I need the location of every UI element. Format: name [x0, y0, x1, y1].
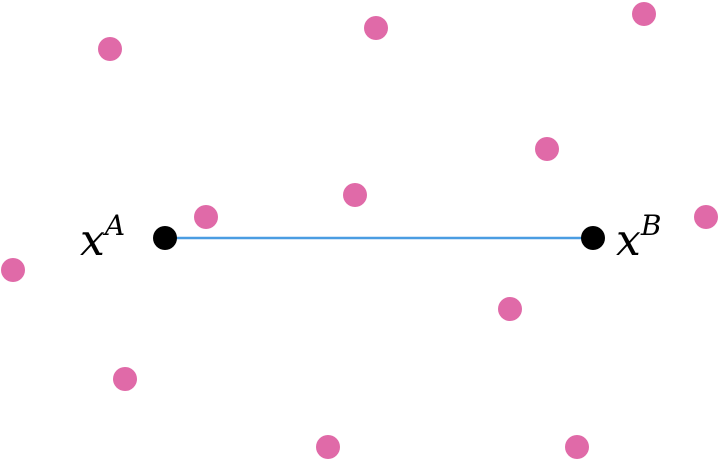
scatter-point	[498, 297, 522, 321]
label-a: xA	[80, 209, 125, 266]
scatter-point	[113, 367, 137, 391]
label-b-base: x	[616, 215, 641, 266]
scatter-point	[98, 37, 122, 61]
label-b: xB	[616, 209, 661, 266]
scatter-point	[343, 183, 367, 207]
scatter-point	[632, 2, 656, 26]
scatter-point	[565, 435, 589, 459]
endpoint-b	[581, 226, 605, 250]
scatter-point	[1, 258, 25, 282]
endpoint-a	[153, 226, 177, 250]
scatter-point	[316, 435, 340, 459]
scatter-point	[535, 137, 559, 161]
label-a-superscript: A	[102, 209, 125, 242]
label-b-superscript: B	[640, 209, 662, 242]
scatter-point	[694, 205, 718, 229]
scatter-point	[364, 16, 388, 40]
label-a-base: x	[80, 215, 105, 266]
scatter-point	[194, 205, 218, 229]
